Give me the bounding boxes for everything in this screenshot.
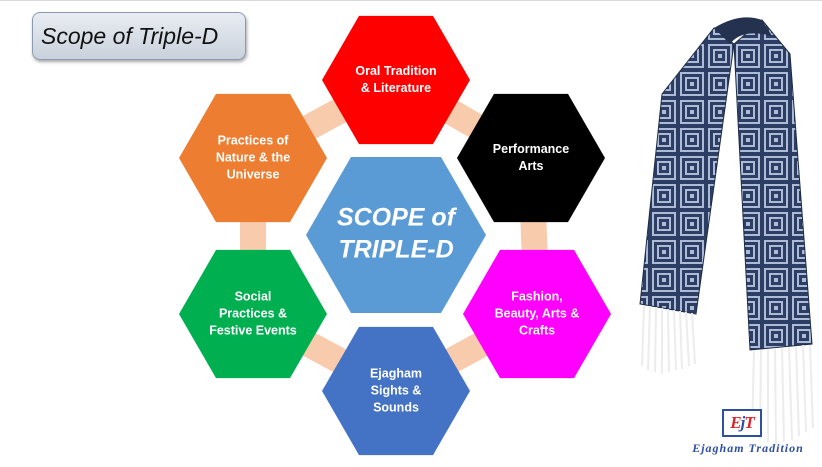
center-label-line-2: TRIPLE-D bbox=[338, 236, 453, 264]
hex-ejagham-sights-label-line-2: Sights & bbox=[371, 383, 422, 397]
hex-fashion: Fashion, Beauty, Arts & Crafts bbox=[463, 249, 611, 379]
logo-text: Ejagham Tradition bbox=[692, 441, 804, 455]
ejagham-logo-icon: EjT bbox=[722, 409, 762, 437]
hex-ejagham-sights-label-line-1: Ejagham bbox=[370, 366, 422, 380]
hex-performance-arts-label-line-2: Arts bbox=[518, 159, 543, 173]
hex-ejagham-sights-label-line-3: Sounds bbox=[373, 400, 419, 414]
hex-nature-practices-label-line-1: Practices of bbox=[218, 133, 290, 147]
hex-center: SCOPE of TRIPLE-D bbox=[306, 157, 486, 313]
ejagham-scarf-image bbox=[639, 17, 814, 445]
hex-oral-tradition-label-line-1: Oral Tradition bbox=[355, 64, 436, 78]
hex-nature-practices-label-line-2: Nature & the bbox=[216, 150, 290, 164]
hex-fashion-label-line-3: Crafts bbox=[519, 323, 555, 337]
hex-oral-tradition-shape bbox=[322, 15, 470, 145]
hex-fashion-shape bbox=[463, 249, 611, 379]
hex-fashion-label-line-1: Fashion, bbox=[511, 289, 562, 303]
title-box: Scope of Triple-D bbox=[32, 12, 246, 60]
hex-ejagham-sights-shape bbox=[322, 326, 470, 456]
top-divider bbox=[0, 0, 822, 1]
hex-center-shape bbox=[306, 157, 486, 313]
page-title: Scope of Triple-D bbox=[41, 22, 219, 49]
hex-social-practices-label-line-1: Social bbox=[235, 289, 272, 303]
hex-fashion-label-line-2: Beauty, Arts & bbox=[495, 306, 580, 320]
hex-nature-practices-shape bbox=[179, 93, 327, 223]
hex-nature-practices-label-line-3: Universe bbox=[227, 167, 280, 181]
center-label-line-1: SCOPE of bbox=[337, 204, 458, 232]
hex-oral-tradition: Oral Tradition & Literature bbox=[322, 15, 470, 145]
hex-social-practices-label-line-3: Festive Events bbox=[209, 323, 297, 337]
hexagons: Oral Tradition & LiteraturePerformanceArt… bbox=[179, 15, 611, 456]
hex-performance-arts-shape bbox=[457, 93, 605, 223]
logo-mark: EjT bbox=[730, 413, 755, 432]
hex-performance-arts-label-line-1: Performance bbox=[493, 142, 569, 156]
hex-social-practices-label-line-2: Practices & bbox=[219, 306, 287, 320]
hex-social-practices-shape bbox=[179, 249, 327, 379]
hex-oral-tradition-label-line-2: & Literature bbox=[361, 81, 431, 95]
